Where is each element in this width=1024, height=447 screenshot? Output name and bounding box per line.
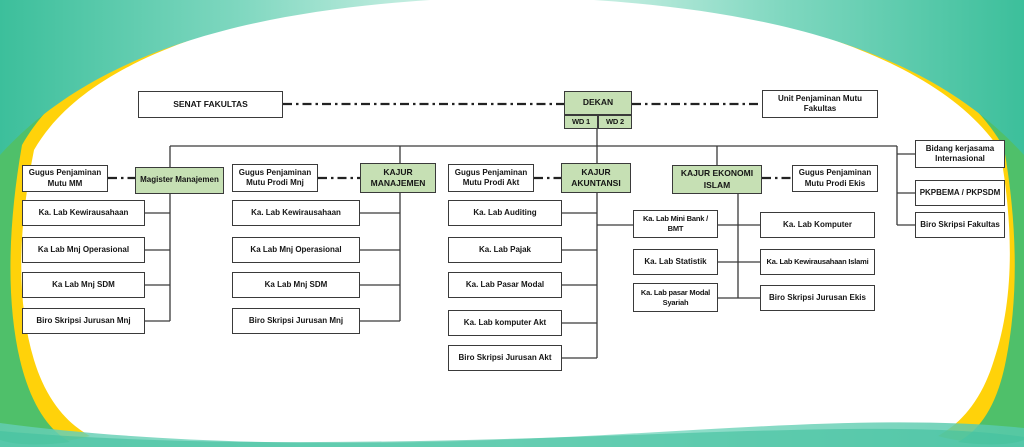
node-gugus-penjaminan-mutu-prodi-ekis: Gugus Penjaminan Mutu Prodi Ekis (792, 165, 878, 192)
node-akt-ka-lab-komputer-akt: Ka. Lab komputer Akt (448, 310, 562, 336)
node-unit-penjaminan-mutu-fakultas: Unit Penjaminan Mutu Fakultas (762, 90, 878, 118)
node-mm-ka-lab-kewirausahaan: Ka. Lab Kewirausahaan (22, 200, 145, 226)
node-bidang-kerjasama-internasional: Bidang kerjasama Internasional (915, 140, 1005, 168)
node-mnj-ka-lab-kewirausahaan: Ka. Lab Kewirausahaan (232, 200, 360, 226)
node-magister-manajemen: Magister Manajemen (135, 167, 224, 194)
node-ekis-ka-lab-komputer: Ka. Lab Komputer (760, 212, 875, 238)
node-akt-biro-skripsi-jurusan-akt: Biro Skripsi Jurusan Akt (448, 345, 562, 371)
node-senat-fakultas: SENAT FAKULTAS (138, 91, 283, 118)
node-kajur-ekonomi-islam: KAJUR EKONOMI ISLAM (672, 165, 762, 194)
node-mnj-ka-lab-mnj-sdm: Ka Lab Mnj SDM (232, 272, 360, 298)
solid-connectors (145, 129, 915, 359)
node-ekis-biro-skripsi-jurusan-ekis: Biro Skripsi Jurusan Ekis (760, 285, 875, 311)
dash-dot-connectors (108, 102, 792, 180)
node-akt-ka-lab-pasar-modal: Ka. Lab Pasar Modal (448, 272, 562, 298)
node-wd1: WD 1 (564, 115, 598, 129)
node-ekis-ka-lab-statistik: Ka. Lab Statistik (633, 249, 718, 275)
node-gugus-penjaminan-mutu-prodi-mnj: Gugus Penjaminan Mutu Prodi Mnj (232, 164, 318, 192)
node-ekis-ka-lab-mini-bank-bmt: Ka. Lab Mini Bank / BMT (633, 210, 718, 238)
node-gugus-penjaminan-mutu-prodi-akt: Gugus Penjaminan Mutu Prodi Akt (448, 164, 534, 192)
node-mnj-biro-skripsi-jurusan-mnj: Biro Skripsi Jurusan Mnj (232, 308, 360, 334)
node-gugus-penjaminan-mutu-mm: Gugus Penjaminan Mutu MM (22, 165, 108, 192)
node-mm-ka-lab-mnj-sdm: Ka Lab Mnj SDM (22, 272, 145, 298)
node-ekis-ka-lab-kewirausahaan-islami: Ka. Lab Kewirausahaan Islami (760, 249, 875, 275)
node-mnj-ka-lab-mnj-operasional: Ka Lab Mnj Operasional (232, 237, 360, 263)
node-wd2: WD 2 (598, 115, 632, 129)
node-mm-biro-skripsi-jurusan-mnj: Biro Skripsi Jurusan Mnj (22, 308, 145, 334)
node-ekis-ka-lab-pasar-modal-syariah: Ka. Lab pasar Modal Syariah (633, 283, 718, 312)
corner-swoosh-teal-left (0, 0, 430, 155)
node-akt-ka-lab-auditing: Ka. Lab Auditing (448, 200, 562, 226)
node-akt-ka-lab-pajak: Ka. Lab Pajak (448, 237, 562, 263)
node-biro-skripsi-fakultas: Biro Skripsi Fakultas (915, 212, 1005, 238)
node-kajur-akuntansi: KAJUR AKUNTANSI (561, 163, 631, 193)
bottom-wave-dark (0, 428, 1024, 447)
corner-swoosh-teal-right (594, 0, 1024, 155)
node-dekan: DEKAN (564, 91, 632, 115)
node-mm-ka-lab-mnj-operasional: Ka Lab Mnj Operasional (22, 237, 145, 263)
node-pkpbema-pkpsdm: PKPBEMA / PKPSDM (915, 180, 1005, 206)
node-kajur-manajemen: KAJUR MANAJEMEN (360, 163, 436, 193)
